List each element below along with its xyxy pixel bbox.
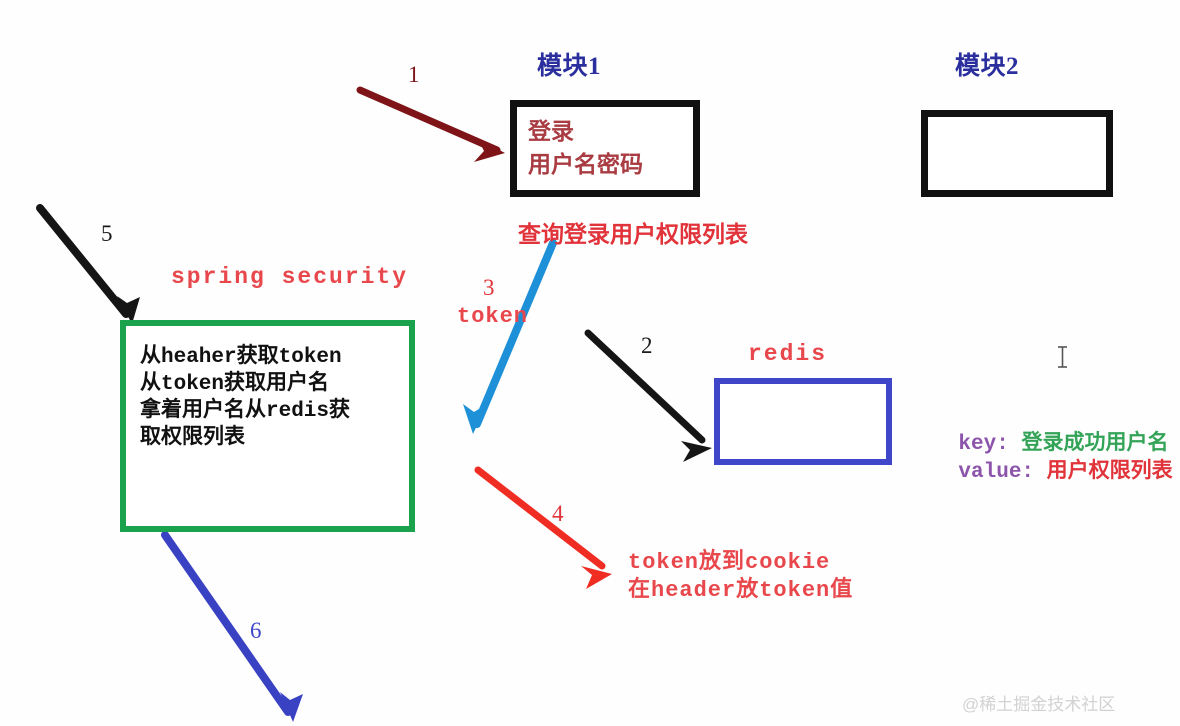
redis-label: redis — [748, 341, 828, 367]
arrow-1 — [356, 86, 505, 162]
arrow-5 — [36, 204, 140, 324]
redis-value-label: value: — [958, 461, 1035, 484]
arrow-3-label: 3 — [483, 275, 495, 300]
arrow-6-label: 6 — [250, 618, 262, 643]
redis-key-line: key: 登录成功用户名 — [908, 400, 1168, 490]
login-box[interactable] — [510, 100, 700, 197]
module2-box[interactable] — [921, 110, 1113, 197]
annotation-query-permissions: 查询登录用户权限列表 — [518, 222, 748, 247]
arrow-4-label: 4 — [552, 501, 564, 526]
redis-value-line: value: 用户权限列表 — [908, 428, 1173, 518]
annotation-token-header: 在header放token值 — [628, 578, 854, 603]
arrow-2-label: 2 — [641, 333, 653, 358]
redis-key-value: 登录成功用户名 — [1021, 433, 1169, 456]
spring-security-box[interactable] — [120, 320, 415, 532]
arrow-1-label: 1 — [408, 62, 420, 87]
watermark: @稀土掘金技术社区 — [962, 695, 1116, 714]
arrow-4 — [474, 466, 612, 589]
security-box-line-4: 取权限列表 — [140, 427, 245, 450]
redis-box[interactable] — [714, 378, 892, 465]
arrow-5-label: 5 — [101, 221, 113, 246]
spring-security-title: spring security — [171, 264, 409, 290]
login-box-line2: 用户名密码 — [528, 152, 643, 177]
module1-title: 模块1 — [537, 53, 602, 80]
security-box-line-3: 拿着用户名从redis获 — [140, 400, 351, 423]
redis-key-label: key: — [958, 433, 1009, 456]
annotation-token-cookie: token放到cookie — [628, 550, 831, 575]
arrow-3-token-label: token — [457, 304, 529, 329]
text-cursor-icon — [1058, 346, 1067, 368]
security-box-line-1: 从heaher获取token — [140, 346, 342, 369]
arrow-6 — [161, 531, 303, 722]
security-box-line-2: 从token获取用户名 — [140, 373, 330, 396]
redis-value-value: 用户权限列表 — [1046, 461, 1173, 484]
arrow-3 — [463, 239, 557, 434]
login-box-line1: 登录 — [528, 119, 574, 144]
module2-title: 模块2 — [955, 53, 1020, 80]
